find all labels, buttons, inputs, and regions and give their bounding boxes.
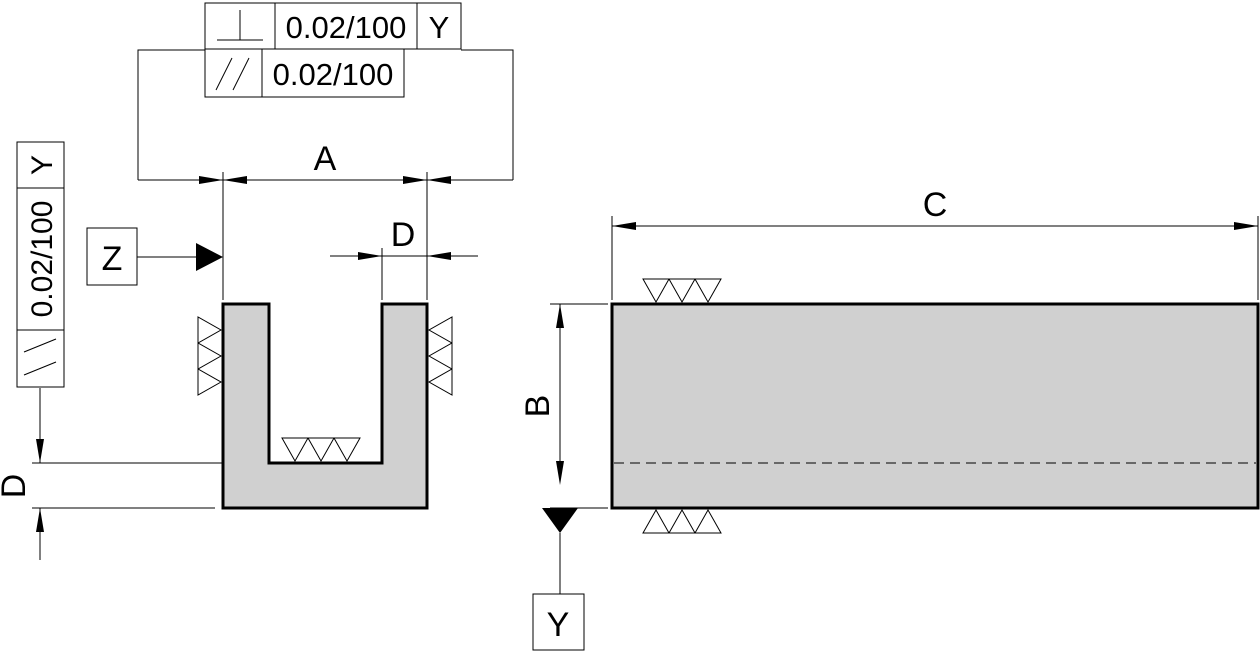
datum-label-y: Y (547, 606, 570, 644)
datum-z: Z (86, 227, 223, 286)
tolerance-value-side: 0.02/100 (26, 201, 59, 318)
parallelism-icon (23, 338, 57, 376)
tolerance-value-perpendicularity: 0.02/100 (286, 10, 407, 45)
tolerance-frame-parallelism-top: 0.02/100 (204, 48, 405, 98)
dimension-label-c: C (923, 186, 948, 224)
tolerance-datum-perpendicularity: Y (429, 10, 450, 45)
dimension-d-base: D (0, 388, 222, 560)
surface-finish-bottom-face (642, 508, 722, 534)
datum-y: Y (532, 508, 585, 651)
dimension-a: A (138, 140, 513, 184)
side-view-body (610, 302, 1260, 510)
perpendicularity-icon (217, 10, 263, 41)
side-view: C B Y (519, 186, 1260, 651)
surface-finish-top-face (642, 278, 722, 304)
surface-finish-left-wall (197, 316, 223, 396)
datum-triangle-z (196, 243, 223, 271)
datum-triangle-y (542, 508, 578, 533)
tolerance-frame-perpendicularity: 0.02/100 Y (204, 2, 462, 50)
datum-label-z: Z (102, 240, 123, 278)
tolerance-leader-top (137, 49, 205, 180)
surface-finish-right-wall (427, 316, 453, 396)
surface-finish-channel-bottom (281, 437, 361, 463)
u-channel-view: A D Z (0, 49, 514, 560)
dimension-d-wall: D (330, 216, 478, 300)
dimension-c: C (611, 186, 1259, 300)
dimension-label-d-wall: D (391, 216, 416, 254)
u-channel-profile (221, 302, 429, 510)
tolerance-value-parallelism-top: 0.02/100 (273, 57, 394, 92)
dimension-b: B (519, 303, 608, 509)
tolerance-frame-parallelism-side: Y 0.02/100 (16, 141, 65, 388)
dimension-label-b: B (519, 395, 557, 418)
tolerance-datum-side: Y (26, 155, 59, 175)
dimension-label-a: A (314, 140, 337, 178)
dimension-label-d-base: D (0, 474, 33, 499)
parallelism-icon (215, 57, 250, 91)
